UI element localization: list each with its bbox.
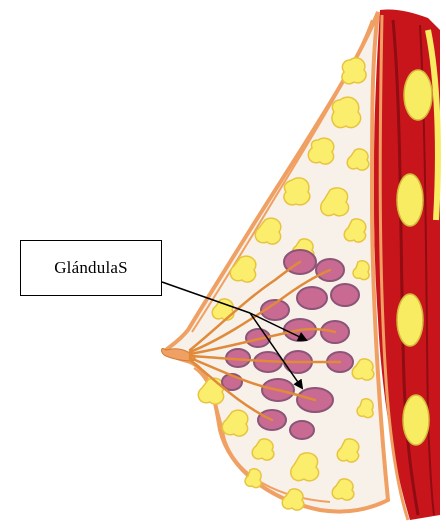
glands-callout-box: GlándulaS xyxy=(20,240,162,296)
breast-tissue xyxy=(162,12,389,512)
glands-label: GlándulaS xyxy=(21,241,161,295)
